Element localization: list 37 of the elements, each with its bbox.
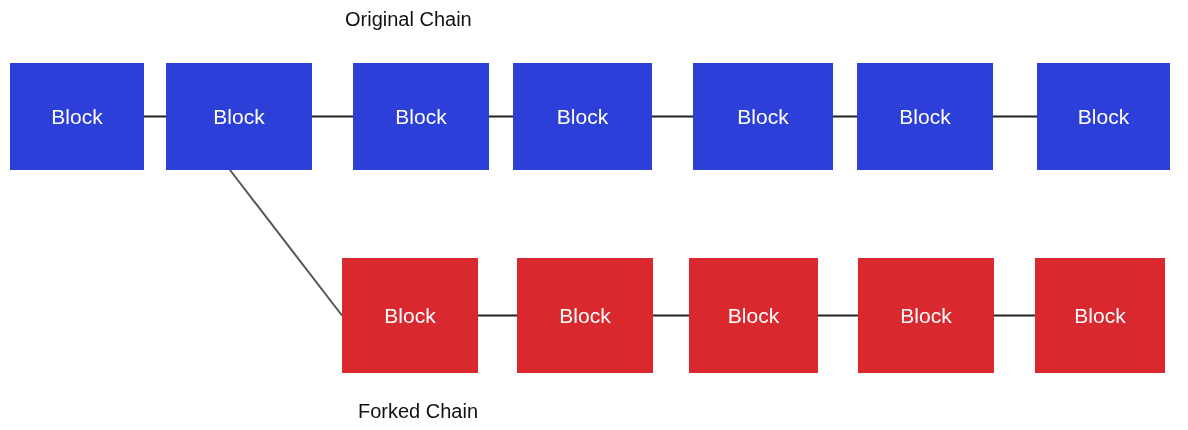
connector-line: [229, 169, 343, 317]
connector-line: [488, 115, 514, 118]
block-label: Block: [737, 104, 789, 129]
block-label: Block: [556, 104, 609, 129]
block-label: Block: [51, 104, 103, 129]
block-box: [517, 258, 653, 373]
chain-title: Original Chain: [345, 8, 472, 31]
block-label: Block: [899, 104, 951, 129]
block-label: Block: [727, 303, 780, 328]
block-label: Block: [900, 303, 952, 328]
block-box: [689, 258, 818, 373]
block-box: [342, 258, 478, 373]
connector-line: [143, 115, 167, 118]
connector-line: [652, 314, 690, 317]
connector-line: [477, 314, 518, 317]
block-label: Block: [559, 303, 611, 328]
block-box: [857, 63, 993, 170]
block-box: [513, 63, 652, 170]
block-label: Block: [395, 104, 447, 129]
block-box: [693, 63, 833, 170]
connector-line: [651, 115, 694, 118]
block-box: [858, 258, 994, 373]
chain-title: Forked Chain: [358, 400, 479, 423]
connector-line: [832, 115, 858, 118]
block-label: Block: [213, 104, 265, 129]
block-label: Block: [1077, 104, 1130, 129]
connector-line: [311, 115, 354, 118]
block-label: Block: [384, 303, 436, 328]
connector-line: [993, 314, 1036, 317]
block-box: [353, 63, 489, 170]
block-box: [1035, 258, 1165, 373]
connector-line: [992, 115, 1038, 118]
block-box: [10, 63, 144, 170]
block-box: [166, 63, 312, 170]
block-label: Block: [1074, 303, 1126, 328]
block-box: [1037, 63, 1170, 170]
connector-line: [817, 314, 859, 317]
